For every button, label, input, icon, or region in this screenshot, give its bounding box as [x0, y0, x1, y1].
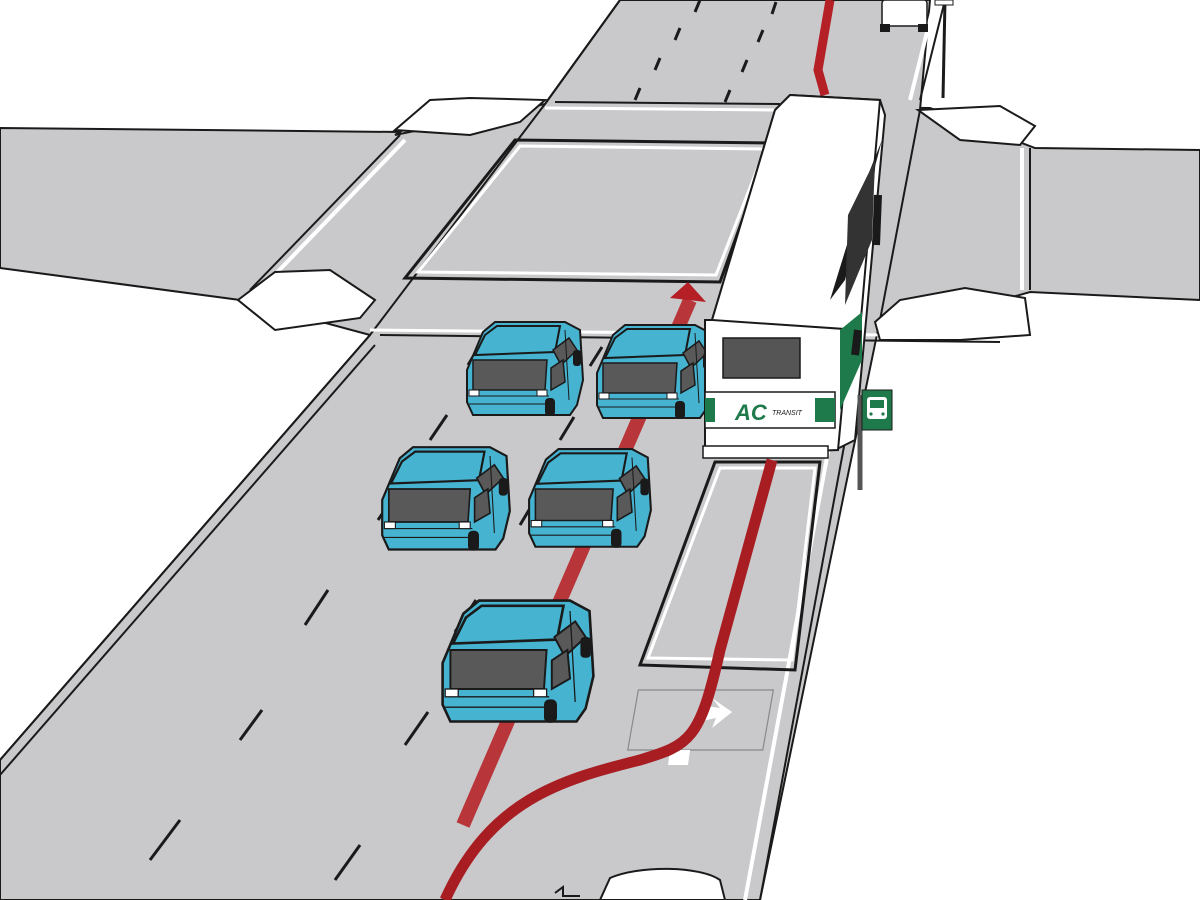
path-arrow — [670, 282, 706, 302]
car — [528, 448, 652, 548]
lane-dash — [428, 414, 449, 441]
bus-stop-sign — [857, 389, 893, 490]
bus-rear-window — [722, 337, 801, 379]
car — [466, 321, 585, 416]
lane-dash — [756, 29, 765, 43]
white-car — [598, 867, 727, 900]
lane-dash — [693, 0, 702, 13]
car — [381, 446, 511, 551]
bus-logo: AC — [734, 400, 768, 425]
bus-lane-box — [637, 460, 822, 672]
cars — [381, 321, 715, 723]
lane-dash — [673, 27, 682, 41]
lane-dash — [303, 589, 330, 626]
lane-dash — [558, 416, 576, 441]
bus-logo-sub: TRANSIT — [772, 410, 803, 417]
bus-icon — [867, 397, 887, 419]
bus: AC TRANSIT — [702, 93, 887, 459]
lane-dash — [148, 819, 182, 861]
lane-dash — [770, 1, 778, 15]
car — [596, 324, 715, 419]
lane-dash — [633, 87, 642, 101]
lane-dash — [403, 711, 430, 746]
lane-dash — [740, 59, 749, 73]
lane-dash — [588, 346, 604, 367]
intersection-box — [401, 138, 773, 284]
signal-pole — [934, 0, 954, 99]
bus-route-path-lower — [439, 458, 778, 900]
intersection-box-inner — [414, 144, 768, 277]
lane-dash — [653, 57, 662, 71]
lane-marker-bottom — [554, 885, 580, 897]
far-vehicle — [880, 0, 928, 32]
lane-dash — [238, 709, 264, 741]
bus-lane-box-inner — [645, 466, 817, 662]
lane-dash — [723, 89, 732, 103]
car — [441, 599, 595, 723]
lane-dash — [333, 844, 362, 881]
bus-route-path — [813, 0, 835, 97]
curb-corners — [236, 96, 1037, 341]
